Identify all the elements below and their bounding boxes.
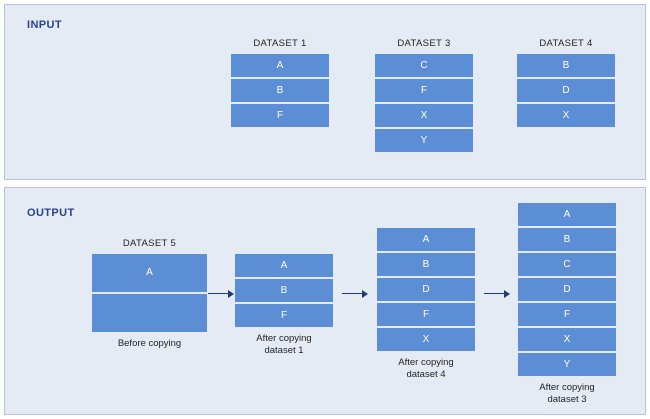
stack-cell: D xyxy=(518,278,616,301)
stack-cells: A B D F X xyxy=(377,228,475,351)
stack-cells: B D X xyxy=(517,54,615,127)
input-panel-label: INPUT xyxy=(27,19,62,31)
stack-cells: A xyxy=(92,254,207,332)
stack-cell: C xyxy=(375,54,473,77)
stack-title: DATASET 3 xyxy=(397,38,451,49)
arrow-shaft xyxy=(208,292,228,295)
stack-cell: D xyxy=(377,278,475,301)
output-stack-after-dataset-4: A B D F X After copying dataset 4 xyxy=(377,228,475,381)
stack-cell: X xyxy=(517,104,615,127)
output-panel-label: OUTPUT xyxy=(27,207,75,219)
stack-cells: A B C D F X Y xyxy=(518,203,616,376)
stack-cell: Y xyxy=(375,129,473,152)
stack-cell: X xyxy=(375,104,473,127)
arrow-shaft xyxy=(484,292,504,295)
stack-caption: Before copying xyxy=(117,338,182,349)
stack-cell: B xyxy=(231,79,329,102)
input-stack-dataset-3: DATASET 3 C F X Y xyxy=(375,38,473,152)
stack-cells: A B F xyxy=(231,54,329,127)
stack-caption: After copying dataset 4 xyxy=(398,357,454,380)
output-stack-after-dataset-1: A B F After copying dataset 1 xyxy=(235,254,333,357)
output-stack-dataset-5: DATASET 5 A Before copying xyxy=(92,238,207,350)
arrow-step2-to-step3 xyxy=(484,289,510,298)
stack-caption: After copying dataset 1 xyxy=(256,333,312,356)
output-stack-after-dataset-3: A B C D F X Y After copying dataset 3 xyxy=(518,203,616,406)
stack-cells: A B F xyxy=(235,254,333,327)
stack-cell: A xyxy=(377,228,475,251)
stack-title: DATASET 4 xyxy=(539,38,593,49)
stack-caption: After copying dataset 3 xyxy=(539,382,595,405)
stack-cell: A xyxy=(231,54,329,77)
arrow-head-icon xyxy=(362,289,368,298)
stack-cell: F xyxy=(375,79,473,102)
stack-cell: B xyxy=(518,228,616,251)
arrow-head-icon xyxy=(504,289,510,298)
stack-cell: X xyxy=(518,328,616,351)
arrow-shaft xyxy=(342,292,362,295)
stack-cell: D xyxy=(517,79,615,102)
input-stack-dataset-1: DATASET 1 A B F xyxy=(231,38,329,127)
stack-cell: B xyxy=(235,279,333,302)
stack-cells: C F X Y xyxy=(375,54,473,152)
stack-cell: A xyxy=(235,254,333,277)
stack-cell: F xyxy=(235,304,333,327)
stack-cell: C xyxy=(518,253,616,276)
stack-cell: Y xyxy=(518,353,616,376)
stack-title: DATASET 1 xyxy=(253,38,307,49)
stack-cell: F xyxy=(518,303,616,326)
stack-cell: X xyxy=(377,328,475,351)
arrow-step1-to-step2 xyxy=(342,289,368,298)
stack-title: DATASET 5 xyxy=(122,238,177,249)
stack-cell-empty xyxy=(92,294,207,332)
stack-cell: F xyxy=(231,104,329,127)
arrow-dataset5-to-step1 xyxy=(208,289,234,298)
stack-cell: A xyxy=(92,254,207,292)
stack-cell: B xyxy=(377,253,475,276)
stack-cell: F xyxy=(377,303,475,326)
arrow-head-icon xyxy=(228,289,234,298)
input-stack-dataset-4: DATASET 4 B D X xyxy=(517,38,615,127)
stack-cell: A xyxy=(518,203,616,226)
stack-cell: B xyxy=(517,54,615,77)
